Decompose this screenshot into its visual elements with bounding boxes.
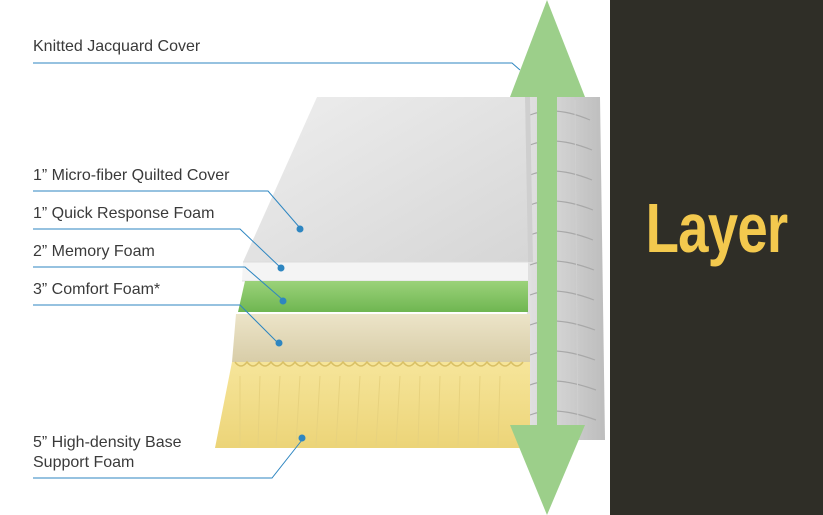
leader-comfort	[33, 304, 279, 344]
layer-comfort-foam	[232, 314, 530, 362]
label-knitted-cover: Knitted Jacquard Cover	[33, 38, 201, 55]
layer-quick-response	[242, 261, 528, 282]
layer-base-foam	[215, 360, 530, 448]
leader-memory	[33, 266, 284, 301]
leader-quilted	[33, 190, 301, 229]
leader-quick	[33, 228, 282, 269]
side-panel: Layer	[610, 0, 823, 515]
leader-base	[33, 439, 303, 479]
side-title: Layer	[645, 189, 789, 267]
label-quilted-cover: 1” Micro-fiber Quilted Cover	[33, 167, 230, 184]
label-quick-response-foam: 1” Quick Response Foam	[33, 205, 215, 222]
label-memory-foam: 2” Memory Foam	[33, 243, 155, 260]
label-comfort-foam: 3” Comfort Foam*	[33, 281, 161, 298]
label-base-foam: 5” High-density Base Support Foam	[33, 433, 253, 473]
label-base-foam-line1: 5” High-density Base	[33, 434, 182, 451]
height-arrow	[510, 0, 585, 515]
layer-quilted-cover	[243, 97, 533, 262]
layer-memory-foam	[238, 281, 528, 312]
leader-cover	[33, 62, 521, 71]
label-base-foam-line2: Support Foam	[33, 454, 135, 471]
leader-dots	[275, 225, 306, 442]
leader-lines	[33, 62, 521, 479]
